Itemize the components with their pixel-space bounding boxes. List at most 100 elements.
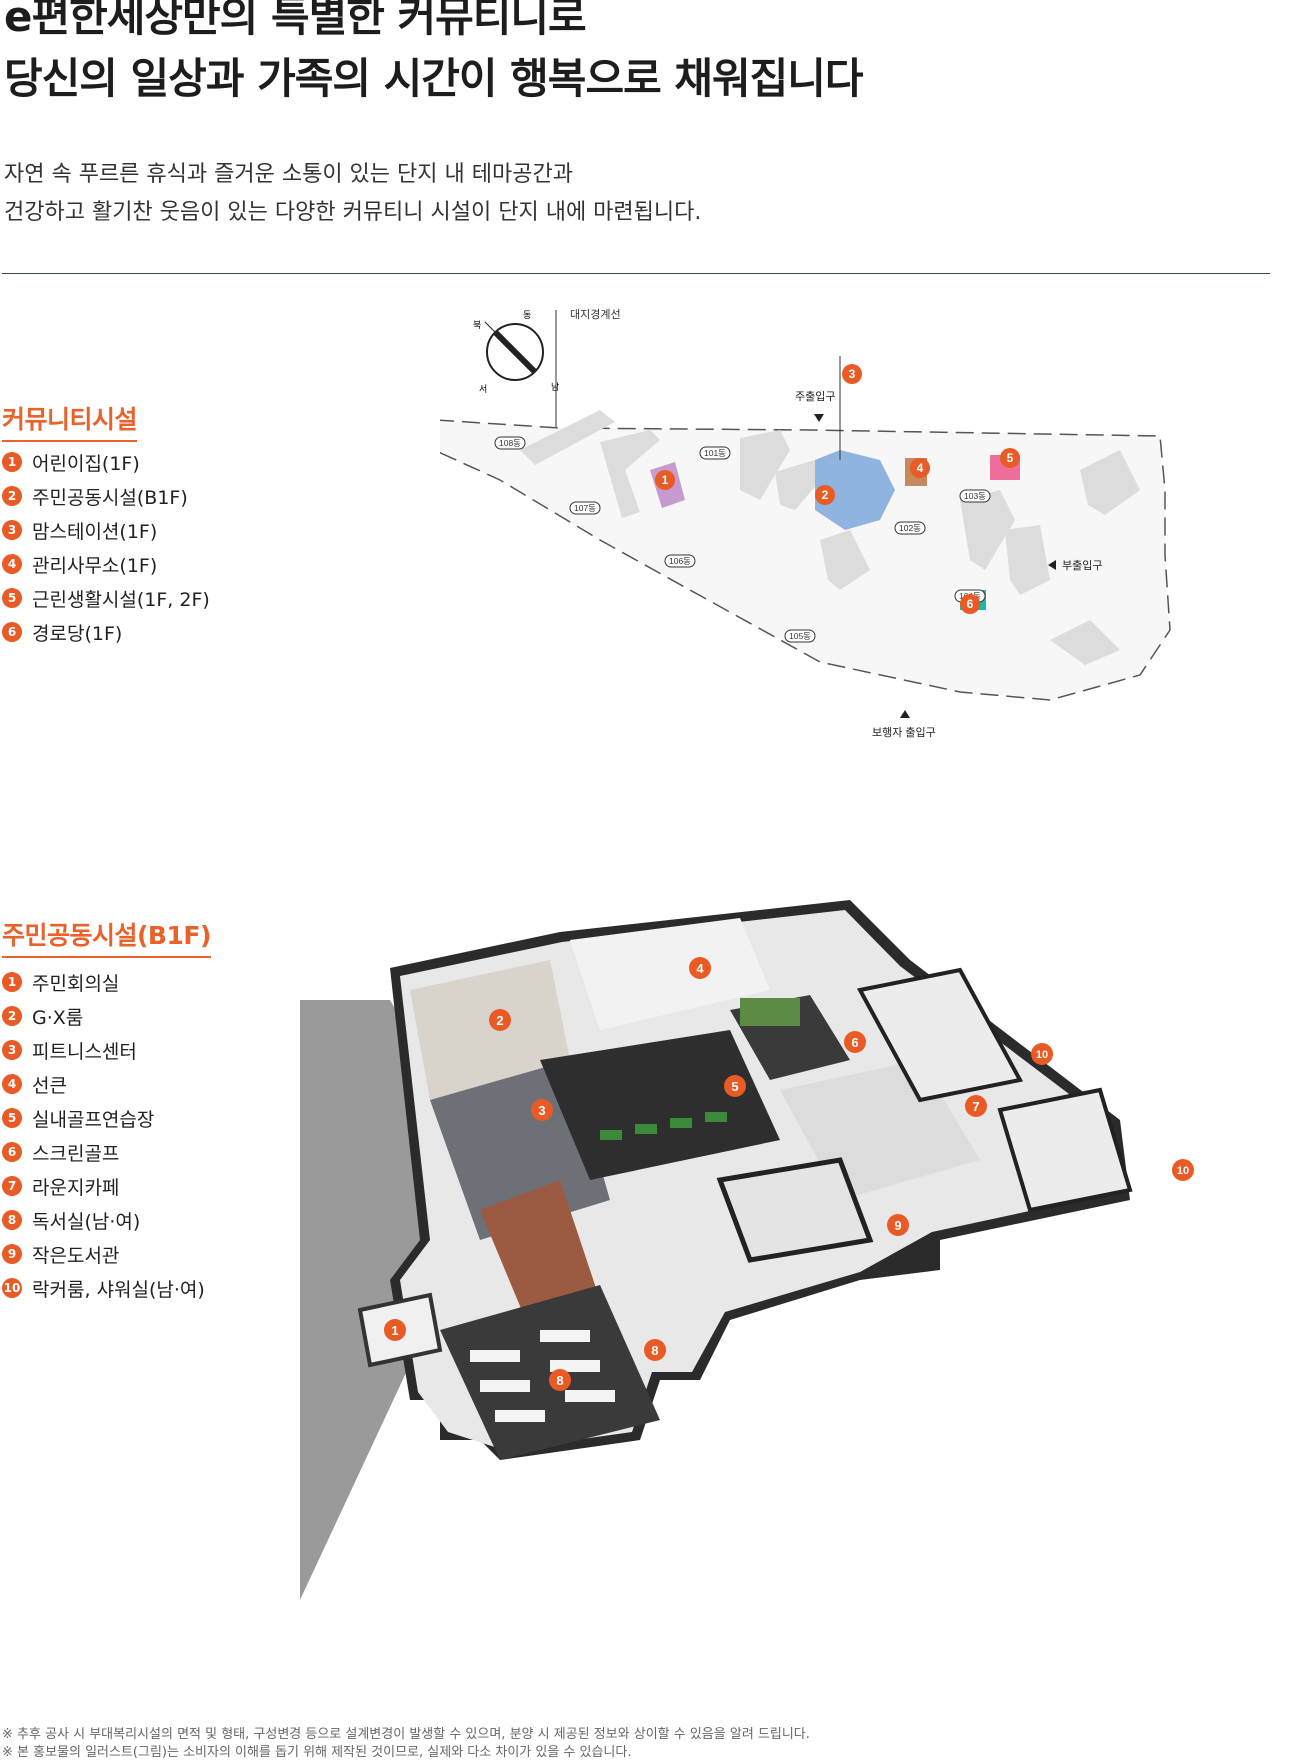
legend-label: 락커룸, 샤워실(남·여) [32, 1278, 205, 1301]
svg-text:8: 8 [651, 1343, 658, 1358]
b1f-title: 주민공동시설(B1F) [2, 916, 211, 958]
compass-east: 동 [523, 310, 531, 320]
disclaimer-line-1: ※ 추후 공사 시 부대복리시설의 면적 및 형태, 구성변경 등으로 설계변경… [2, 1727, 810, 1742]
legend-number: 1 [2, 972, 22, 992]
floor-marker-8b: 8 [644, 1339, 666, 1361]
site-markers: 1 2 3 4 5 6 [655, 364, 1020, 614]
legend-number: 10 [2, 1278, 22, 1298]
building-labels: 101동 102동 103동 104동 105동 106동 107동 108동 [494, 436, 991, 643]
legend-number: 9 [2, 1244, 22, 1264]
compass-north: 북 [473, 320, 481, 330]
svg-text:10: 10 [1177, 1165, 1189, 1177]
headline-line-1: e편한세상만의 특별한 커뮤티니로 [4, 0, 587, 41]
svg-text:105동: 105동 [789, 631, 811, 641]
legend-number: 7 [2, 1176, 22, 1196]
b1f-item: 10 락커룸, 샤워실(남·여) [2, 1271, 205, 1305]
reading-desks [470, 1330, 615, 1422]
main-entrance-arrow-icon [814, 414, 824, 422]
legend-label: 독서실(남·여) [32, 1210, 141, 1233]
legend-number: 4 [2, 1074, 22, 1094]
intro-text: 자연 속 푸르른 휴식과 즐거운 소통이 있는 단지 내 테마공간과 건강하고 … [4, 156, 904, 232]
floor-marker-6: 6 [844, 1031, 866, 1053]
walkway [480, 1180, 600, 1330]
legend-label: 맘스테이션(1F) [32, 520, 158, 543]
legend-number: 3 [2, 1040, 22, 1060]
svg-text:106동: 106동 [669, 556, 691, 566]
legend-label: 근린생활시설(1F, 2F) [32, 588, 210, 611]
building-label-108: 108동 [494, 436, 526, 450]
floor-marker-4: 4 [689, 957, 711, 979]
legend-label: 주민회의실 [32, 972, 120, 995]
screen-golf-display [740, 998, 800, 1026]
legend-number: 3 [2, 520, 22, 540]
svg-text:1: 1 [662, 473, 669, 487]
svg-text:101동: 101동 [704, 448, 726, 458]
indoor-golf-range [540, 1030, 780, 1180]
svg-text:10: 10 [1036, 1049, 1048, 1061]
community-zone [815, 450, 895, 530]
legend-label: 작은도서관 [32, 1244, 120, 1267]
sub-entrance-arrow-icon [1048, 560, 1056, 570]
community-title: 커뮤니티시설 [2, 400, 138, 442]
legend-number: 5 [2, 588, 22, 608]
disclaimer-notes: ※ 추후 공사 시 부대복리시설의 면적 및 형태, 구성변경 등으로 설계변경… [2, 1726, 810, 1762]
svg-text:6: 6 [851, 1035, 858, 1050]
legend-number: 2 [2, 486, 22, 506]
community-item: 3 맘스테이션(1F) [2, 513, 210, 547]
disclaimer-line-2: ※ 본 홍보물의 일러스트(그림)는 소비자의 이해를 돕기 위해 제작된 것이… [2, 1745, 632, 1760]
svg-text:107동: 107동 [574, 503, 596, 513]
intro-line-1: 자연 속 푸르른 휴식과 즐거운 소통이 있는 단지 내 테마공간과 [4, 162, 573, 187]
legend-number: 2 [2, 1006, 22, 1026]
locker-room-men [856, 967, 1024, 1103]
headline-line-2: 당신의 일상과 가족의 시간이 행복으로 채워집니다 [4, 54, 864, 103]
legend-label: 라운지카페 [32, 1176, 120, 1199]
svg-text:3: 3 [849, 367, 856, 381]
svg-text:4: 4 [696, 961, 704, 976]
site-marker-4: 4 [910, 458, 930, 478]
headline: e편한세상만의 특별한 커뮤티니로 당신의 일상과 가족의 시간이 행복으로 채… [4, 0, 1004, 110]
compass-south: 남 [551, 382, 559, 392]
b1f-item: 1 주민회의실 [2, 965, 205, 999]
legend-number: 6 [2, 1142, 22, 1162]
legend-label: 실내골프연습장 [32, 1108, 155, 1131]
floor-marker-8a: 8 [549, 1369, 571, 1391]
b1f-item: 9 작은도서관 [2, 1237, 205, 1271]
building-label-101: 101동 [699, 446, 731, 460]
sunken-court [570, 918, 770, 1030]
legend-number: 6 [2, 622, 22, 642]
intro-line-2: 건강하고 활기찬 웃음이 있는 다양한 커뮤티니 시설이 단지 내에 마련됩니다… [4, 200, 702, 225]
floor-marker-2: 2 [489, 1009, 511, 1031]
site-boundary [440, 419, 1171, 701]
svg-text:2: 2 [822, 488, 829, 502]
legend-label: 피트니스센터 [32, 1040, 137, 1063]
svg-text:5: 5 [731, 1079, 738, 1094]
building-label-106: 106동 [664, 554, 696, 568]
legend-label: 어린이집(1F) [32, 452, 140, 475]
locker-room-women [997, 1087, 1133, 1213]
boundary-label: 대지경계선 [570, 308, 621, 321]
floor-markers: 1 2 3 4 5 6 7 8 8 9 10 10 [384, 957, 1194, 1391]
b1f-floor-plan: 1 2 3 4 5 6 7 8 8 9 10 10 [300, 900, 1194, 1600]
svg-text:1: 1 [391, 1323, 398, 1338]
compass-icon: 북 남 동 서 [473, 310, 559, 394]
building-label-107: 107동 [569, 501, 601, 515]
svg-text:102동: 102동 [899, 523, 921, 533]
site-marker-6: 6 [960, 594, 980, 614]
b1f-item: 3 피트니스센터 [2, 1033, 205, 1067]
floor-marker-9: 9 [887, 1214, 909, 1236]
small-library [716, 1157, 874, 1263]
svg-text:4: 4 [917, 461, 924, 475]
building-label-103: 103동 [959, 489, 991, 503]
buildings [520, 410, 1140, 665]
pedestrian-entrance-arrow-icon [900, 710, 910, 718]
gx-room [410, 960, 570, 1100]
